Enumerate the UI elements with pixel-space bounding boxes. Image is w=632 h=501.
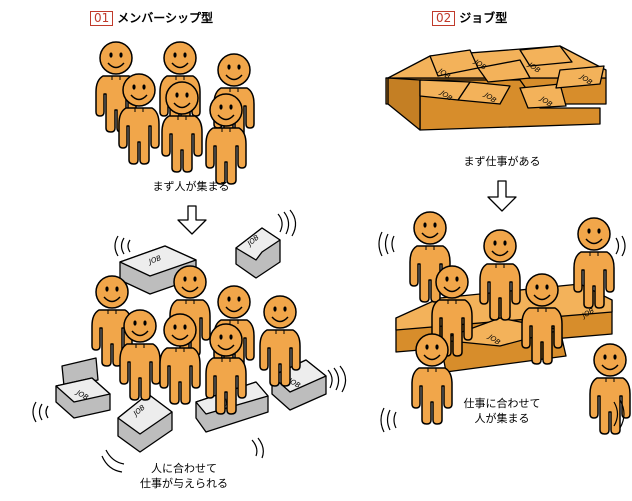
person-figure xyxy=(205,93,247,185)
job-blocks-platform xyxy=(385,45,607,131)
job-title: ジョブ型 xyxy=(459,11,508,25)
membership-number-badge: 01 xyxy=(90,11,114,26)
membership-step2-caption: 人に合わせて 仕事が与えられる xyxy=(124,461,244,491)
membership-title: メンバーシップ型 xyxy=(117,11,214,25)
gathered-people-group xyxy=(95,41,255,185)
person-figure xyxy=(119,309,161,401)
membership-step2-line2: 仕事が与えられる xyxy=(140,477,228,490)
job-step2-caption: 仕事に合わせて 人が集まる xyxy=(440,396,564,426)
job-number-badge: 02 xyxy=(432,11,456,26)
job-step2-line1: 仕事に合わせて xyxy=(463,397,541,410)
person-figure xyxy=(118,73,160,165)
motion-lines-icon xyxy=(32,209,626,473)
person-figure xyxy=(589,343,631,435)
job-step1-caption: まず仕事がある xyxy=(463,155,541,168)
job-step2-line2: 人が集まる xyxy=(474,412,530,425)
down-arrow-icon xyxy=(487,180,517,212)
scattered-job-blocks xyxy=(55,227,327,453)
person-figure xyxy=(161,81,203,173)
centered-people-group xyxy=(91,265,301,415)
down-arrow-icon xyxy=(177,205,207,235)
membership-step2-line1: 人に合わせて xyxy=(151,462,217,475)
membership-step1-caption: まず人が集まる xyxy=(152,180,230,193)
person-figure xyxy=(159,313,201,405)
